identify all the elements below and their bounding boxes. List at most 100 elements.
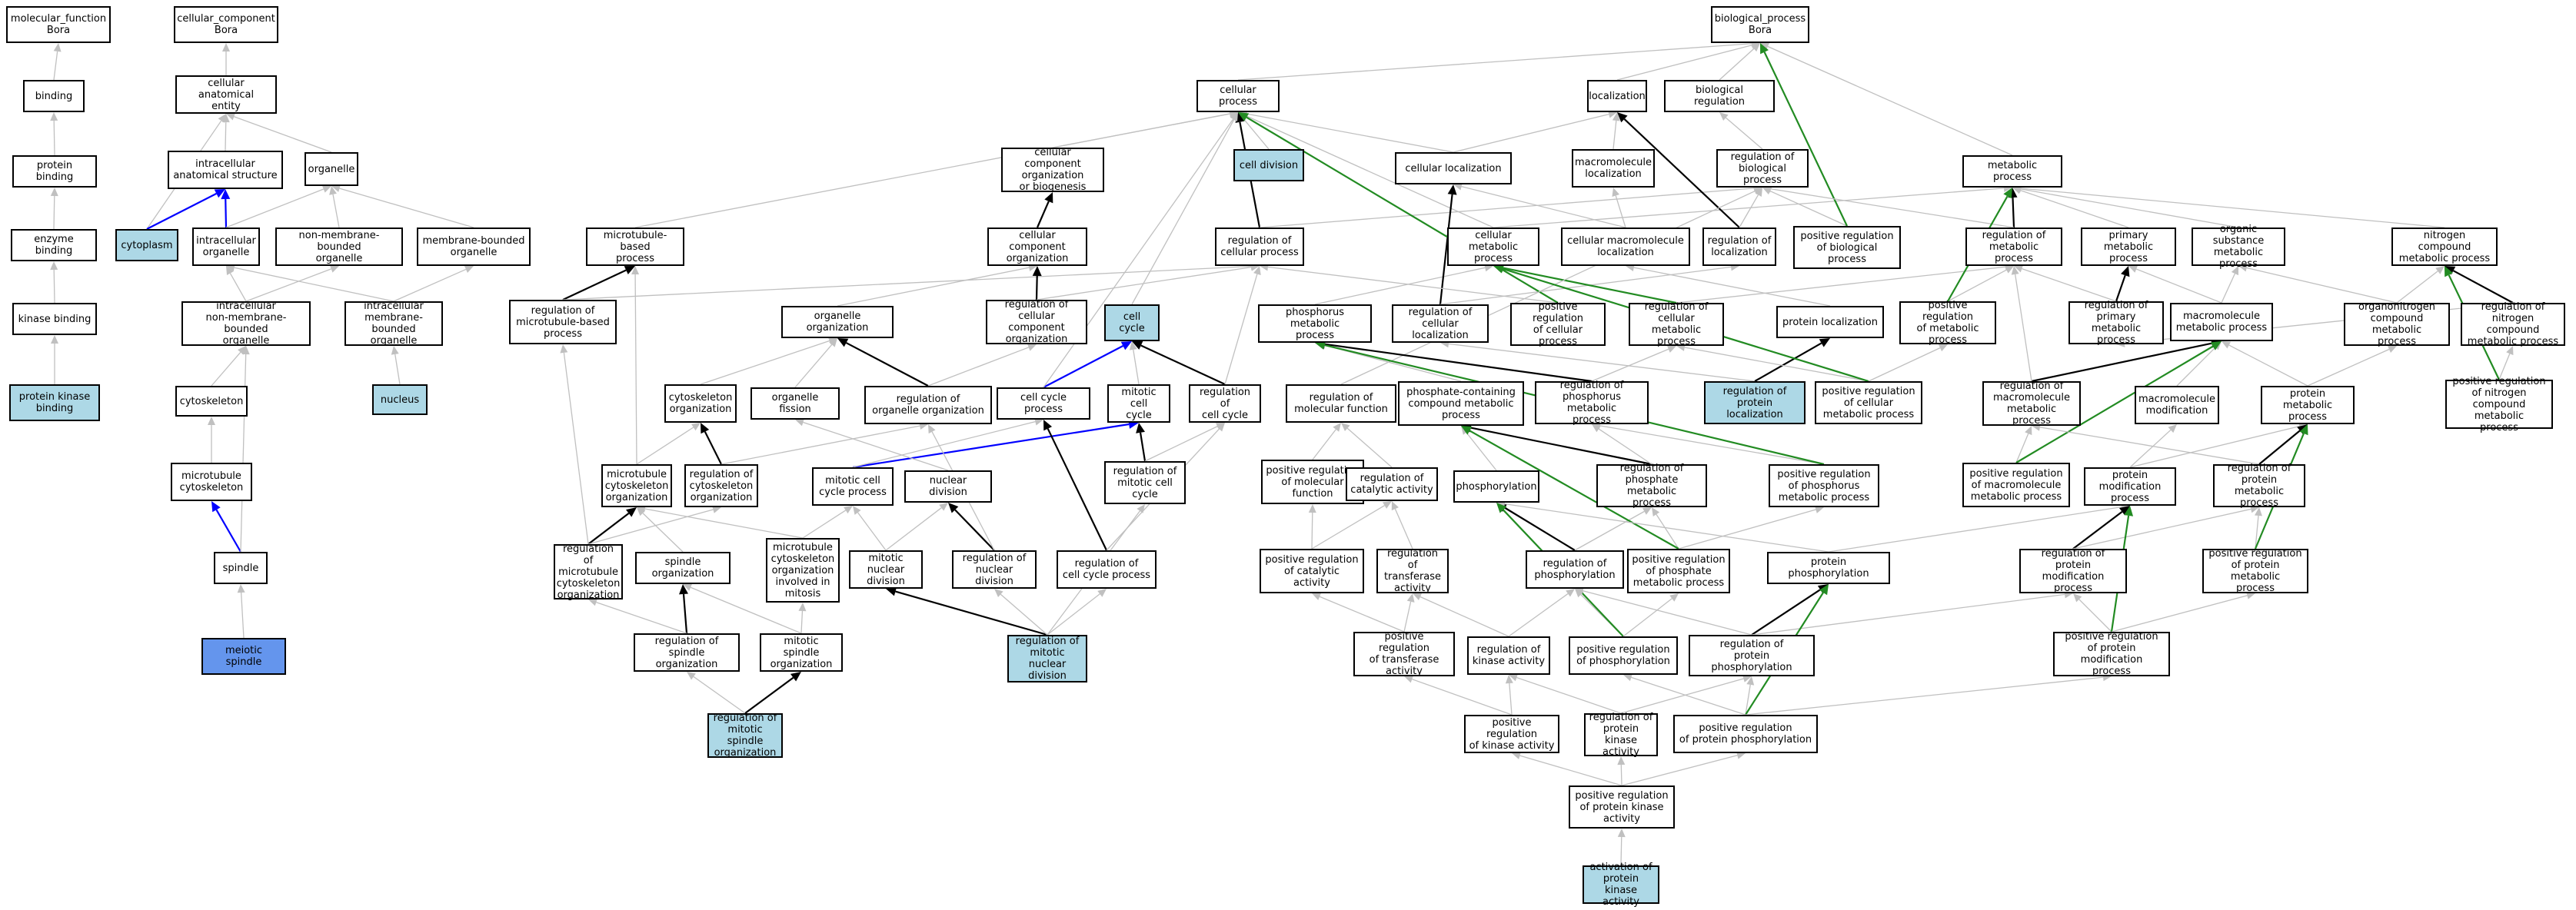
go-term-node-pos-reg-bio-proc[interactable]: positive regulation of biological proces…: [1793, 226, 1901, 269]
go-term-node-mt-cytoskeleton[interactable]: microtubule cytoskeleton: [171, 463, 252, 501]
go-term-node-pos-reg-nitrogen-metabolic[interactable]: positive regulation of nitrogen compound…: [2445, 376, 2553, 433]
go-term-node-binding[interactable]: binding: [23, 80, 85, 112]
go-term-node-cc-bora[interactable]: cellular_component Bora: [174, 6, 278, 43]
go-term-node-reg-molecular-function[interactable]: regulation of molecular function: [1286, 384, 1396, 423]
go-term-node-pos-reg-protein-kinase-activity[interactable]: positive regulation of protein kinase ac…: [1569, 785, 1675, 829]
go-term-node-reg-protein-metabolic[interactable]: regulation of protein metabolic process: [2213, 463, 2305, 509]
go-term-node-cytoskeleton[interactable]: cytoskeleton: [175, 386, 248, 417]
go-term-node-organic-substance-metabolic[interactable]: organic substance metabolic process: [2192, 224, 2285, 270]
go-term-node-spindle-org[interactable]: spindle organization: [635, 552, 731, 584]
go-term-node-pos-reg-cellular-metabolic[interactable]: positive regulation of cellular metaboli…: [1815, 381, 1922, 424]
go-term-node-cell-macro-localization[interactable]: cellular macromolecule localization: [1561, 227, 1690, 266]
go-term-node-cellular-localization[interactable]: cellular localization: [1395, 152, 1512, 184]
go-term-node-nucleus[interactable]: nucleus: [372, 384, 428, 415]
go-term-node-organelle-fission[interactable]: organelle fission: [751, 387, 840, 420]
go-term-node-macro-modification[interactable]: macromolecule modification: [2135, 386, 2219, 424]
go-term-node-reg-phosphorylation[interactable]: regulation of phosphorylation: [1526, 550, 1624, 589]
go-term-node-mbo[interactable]: membrane-bounded organelle: [417, 227, 531, 266]
go-term-node-protein-metabolic[interactable]: protein metabolic process: [2261, 386, 2355, 424]
go-term-node-nmbo[interactable]: non-membrane-bounded organelle: [275, 227, 403, 266]
go-term-node-reg-mt-cytoskeleton-org[interactable]: regulation of microtubule cytoskeleton o…: [554, 543, 623, 601]
go-term-node-spindle[interactable]: spindle: [214, 552, 268, 584]
go-term-node-protein-binding[interactable]: protein binding: [12, 155, 97, 188]
go-term-node-nitrogen-compound-metabolic[interactable]: nitrogen compound metabolic process: [2391, 227, 2498, 266]
go-term-node-meiotic-spindle[interactable]: meiotic spindle: [201, 638, 286, 675]
go-term-node-mt-cytoskeleton-org-mitosis[interactable]: microtubule cytoskeleton organization in…: [766, 538, 840, 603]
go-term-node-pos-reg-kinase-activity[interactable]: positive regulation of kinase activity: [1464, 715, 1559, 753]
go-term-node-metabolic-process[interactable]: metabolic process: [1962, 155, 2062, 188]
go-term-node-reg-cellular-localization[interactable]: regulation of cellular localization: [1392, 304, 1489, 343]
go-term-node-pos-reg-catalytic-activity[interactable]: positive regulation of catalytic activit…: [1260, 549, 1364, 593]
go-term-node-protein-modification[interactable]: protein modification process: [2084, 467, 2176, 506]
go-term-node-cellular-metabolic-process[interactable]: cellular metabolic process: [1447, 227, 1539, 266]
go-term-node-ias[interactable]: intracellular anatomical structure: [168, 151, 283, 189]
go-term-node-reg-protein-modification[interactable]: regulation of protein modification proce…: [2019, 548, 2127, 594]
go-term-node-enzyme-binding[interactable]: enzyme binding: [11, 229, 97, 261]
go-term-node-reg-catalytic-activity[interactable]: regulation of catalytic activity: [1346, 467, 1438, 501]
go-term-node-protein-phosphorylation[interactable]: protein phosphorylation: [1767, 552, 1890, 584]
go-term-node-inmbo[interactable]: intracellular non-membrane-bounded organ…: [181, 301, 311, 347]
go-term-node-reg-metabolic-process[interactable]: regulation of metabolic process: [1965, 227, 2062, 266]
go-term-node-kinase-binding[interactable]: kinase binding: [12, 303, 97, 335]
go-term-node-reg-protein-phosphorylation[interactable]: regulation of protein phosphorylation: [1689, 635, 1815, 676]
go-term-node-intracellular-organelle[interactable]: intracellular organelle: [192, 227, 260, 266]
go-term-node-cell-division[interactable]: cell division: [1233, 149, 1304, 181]
go-term-node-pos-reg-phosphate-metabolic[interactable]: positive regulation of phosphate metabol…: [1627, 549, 1730, 593]
go-term-node-reg-nitrogen-metabolic[interactable]: regulation of nitrogen compound metaboli…: [2461, 301, 2565, 347]
go-term-node-activation-protein-kinase-activity[interactable]: activation of protein kinase activity: [1583, 862, 1659, 908]
go-term-node-reg-cc-org[interactable]: regulation of cellular component organiz…: [986, 299, 1087, 345]
go-term-node-cytoplasm[interactable]: cytoplasm: [115, 229, 178, 261]
go-term-node-reg-cytoskeleton-org[interactable]: regulation of cytoskeleton organization: [684, 464, 758, 507]
go-term-node-reg-transferase-activity[interactable]: regulation of transferase activity: [1376, 548, 1449, 594]
go-term-node-macro-metabolic[interactable]: macromolecule metabolic process: [2170, 303, 2273, 341]
go-term-node-cc-org[interactable]: cellular component organization: [987, 227, 1087, 266]
go-term-node-pos-reg-macro-metabolic[interactable]: positive regulation of macromolecule met…: [1962, 463, 2070, 507]
go-term-node-reg-macro-metabolic[interactable]: regulation of macromolecule metabolic pr…: [1982, 380, 2081, 427]
go-term-node-reg-localization[interactable]: regulation of localization: [1702, 227, 1776, 266]
go-term-node-reg-bio-proc[interactable]: regulation of biological process: [1716, 149, 1809, 188]
go-term-node-cytoskeleton-org[interactable]: cytoskeleton organization: [664, 384, 737, 423]
go-term-node-pos-reg-phosphorus-metabolic[interactable]: positive regulation of phosphorus metabo…: [1769, 464, 1879, 507]
go-term-node-reg-cell-cycle-process[interactable]: regulation of cell cycle process: [1057, 550, 1157, 589]
go-term-node-pos-reg-protein-modification[interactable]: positive regulation of protein modificat…: [2053, 631, 2170, 677]
go-term-node-reg-cellular-process[interactable]: regulation of cellular process: [1215, 227, 1304, 266]
go-term-node-reg-cell-cycle[interactable]: regulation of cell cycle: [1189, 384, 1261, 423]
go-term-node-reg-mitotic-nuclear-division[interactable]: regulation of mitotic nuclear division: [1007, 635, 1087, 682]
go-term-node-reg-cellular-metabolic[interactable]: regulation of cellular metabolic process: [1629, 301, 1724, 347]
go-term-node-protein-kinase-binding[interactable]: protein kinase binding: [9, 384, 100, 421]
go-term-node-macro-localization[interactable]: macromolecule localization: [1572, 149, 1655, 188]
go-term-node-mt-cytoskeleton-org[interactable]: microtubule cytoskeleton organization: [601, 464, 672, 507]
go-term-node-reg-kinase-activity[interactable]: regulation of kinase activity: [1467, 636, 1550, 675]
go-term-node-reg-nuclear-division[interactable]: regulation of nuclear division: [952, 550, 1037, 589]
go-term-node-reg-spindle-org[interactable]: regulation of spindle organization: [634, 633, 740, 672]
go-term-node-pos-reg-transferase-activity[interactable]: positive regulation of transferase activ…: [1353, 631, 1455, 677]
go-term-node-reg-phosphate-metabolic[interactable]: regulation of phosphate metabolic proces…: [1596, 463, 1707, 509]
go-term-node-mt-based-process[interactable]: microtubule-based process: [586, 227, 684, 266]
go-term-node-reg-mitotic-cell-cycle[interactable]: regulation of mitotic cell cycle: [1104, 461, 1186, 504]
go-term-node-organonitrogen-metabolic[interactable]: organonitrogen compound metabolic proces…: [2344, 301, 2450, 347]
go-term-node-nuclear-division[interactable]: nuclear division: [904, 470, 992, 503]
go-term-node-cellular-process[interactable]: cellular process: [1196, 80, 1280, 112]
go-term-node-bio-reg[interactable]: biological regulation: [1664, 80, 1775, 112]
go-term-node-pos-reg-cellular-process[interactable]: positive regulation of cellular process: [1510, 301, 1606, 347]
go-term-node-pos-reg-phosphorylation[interactable]: positive regulation of phosphorylation: [1569, 636, 1678, 675]
go-term-node-pos-reg-metabolic[interactable]: positive regulation of metabolic process: [1899, 300, 1996, 346]
go-term-node-pos-reg-protein-phosphorylation[interactable]: positive regulation of protein phosphory…: [1673, 715, 1818, 753]
go-term-node-reg-phosphorus-metabolic[interactable]: regulation of phosphorus metabolic proce…: [1535, 380, 1649, 426]
go-term-node-reg-primary-metabolic[interactable]: regulation of primary metabolic process: [2068, 300, 2164, 346]
go-term-node-phosphorylation[interactable]: phosphorylation: [1453, 470, 1539, 503]
go-term-node-reg-mt-based-process[interactable]: regulation of microtubule-based process: [509, 300, 617, 344]
go-term-node-phosphorus-metabolic[interactable]: phosphorus metabolic process: [1258, 304, 1372, 343]
go-term-node-mitotic-spindle-org[interactable]: mitotic spindle organization: [760, 633, 843, 672]
go-term-node-mitotic-cell-cycle-process[interactable]: mitotic cell cycle process: [812, 467, 894, 506]
go-term-node-cc-org-bio[interactable]: cellular component organization or bioge…: [1001, 147, 1104, 193]
go-term-node-reg-protein-localization[interactable]: regulation of protein localization: [1704, 381, 1806, 424]
go-term-node-cae[interactable]: cellular anatomical entity: [175, 75, 277, 114]
go-term-node-protein-localization[interactable]: protein localization: [1776, 306, 1884, 338]
go-term-node-mf-bora[interactable]: molecular_function Bora: [6, 6, 111, 43]
go-term-node-cell-cycle-process[interactable]: cell cycle process: [997, 387, 1090, 420]
go-term-node-mitotic-cell-cycle[interactable]: mitotic cell cycle: [1107, 384, 1170, 423]
go-term-node-reg-organelle-org[interactable]: regulation of organelle organization: [864, 386, 992, 424]
go-term-node-primary-metabolic-process[interactable]: primary metabolic process: [2081, 227, 2176, 266]
go-term-node-pos-reg-protein-metabolic[interactable]: positive regulation of protein metabolic…: [2202, 548, 2308, 594]
